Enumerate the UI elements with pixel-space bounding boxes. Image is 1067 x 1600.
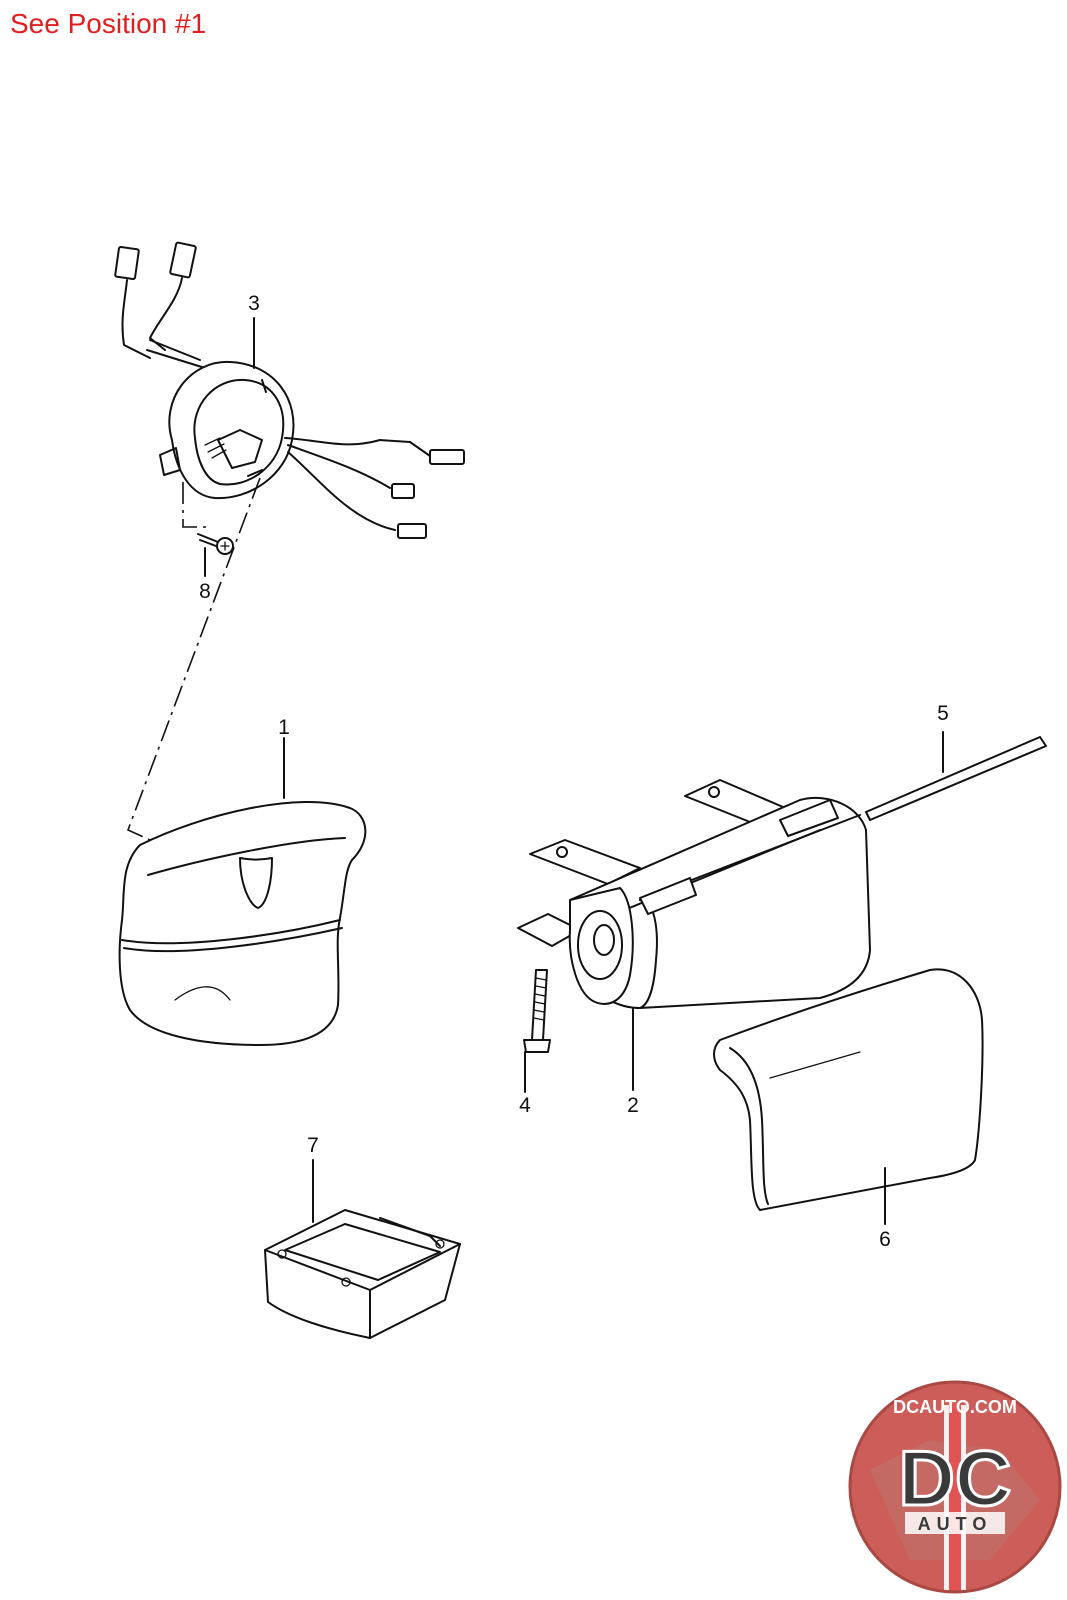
steering-airbag-part[interactable]: [118, 801, 367, 1046]
see-position-link[interactable]: See Position #1: [10, 8, 207, 39]
callout-3: 3: [248, 292, 260, 315]
bolt-part[interactable]: [523, 969, 551, 1053]
logo-sub-text: AUTO: [918, 1514, 993, 1534]
callout-2: 2: [627, 1094, 639, 1117]
callout-5: 5: [937, 702, 949, 725]
clock-spring-part[interactable]: [114, 241, 465, 539]
callout-4: 4: [519, 1094, 531, 1117]
rod-part[interactable]: [865, 736, 1047, 821]
screw-part[interactable]: [182, 482, 234, 555]
passenger-airbag-part[interactable]: [517, 779, 871, 1009]
callout-8: 8: [199, 580, 211, 603]
cover-part[interactable]: [713, 968, 984, 1211]
logo-monogram: DC: [899, 1434, 1012, 1522]
control-unit-part[interactable]: [264, 1209, 461, 1339]
callout-7: 7: [307, 1134, 319, 1157]
logo-site-text: DCAUTO.COM: [893, 1397, 1017, 1417]
callout-1: 1: [278, 716, 290, 739]
dcauto-logo: DCAUTO.COM DC AUTO: [848, 1380, 1062, 1594]
callout-6: 6: [879, 1228, 891, 1251]
